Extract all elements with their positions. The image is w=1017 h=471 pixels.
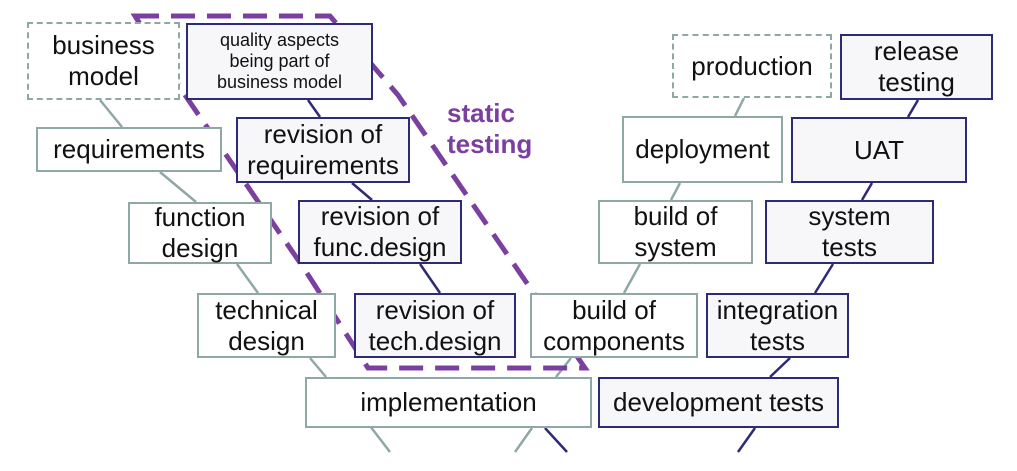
connector-implementation-right-tail [513,427,534,453]
connector-development-tests-left-tail [544,427,568,453]
quality-aspects-box: quality aspects being part of business m… [186,23,373,100]
implementation-box: implementation [305,377,592,428]
connector-release-uat [906,99,920,118]
connector-function-technical [235,263,260,294]
revision-of-tech-design-box: revision of tech.design [354,293,516,358]
technical-design-box: technical design [197,293,336,358]
connector-business-requirements [99,99,123,128]
integration-tests-box: integration tests [706,293,849,358]
build-of-components-box: build of components [530,293,698,358]
revision-of-requirements-box: revision of requirements [236,117,410,183]
connector-system-integration [813,263,835,294]
business-model-box: business model [27,22,180,100]
connector-revision-requirements-func [351,182,373,201]
connector-production-deployment [733,97,746,117]
system-tests-box: system tests [765,200,934,264]
connector-requirements-function [159,171,197,203]
build-of-system-box: build of system [598,200,753,264]
connector-deployment-system [669,182,682,201]
connector-system-components [622,263,642,294]
connector-implementation-left-tail [369,425,391,453]
function-design-box: function design [128,202,272,264]
connector-integration-development [769,357,791,378]
connector-revision-func-tech [418,263,442,294]
connector-development-tests-right-tail [736,427,757,453]
connector-technical-implementation [309,357,327,378]
connector-uat-system [860,182,874,201]
static-testing-label: static testing [447,98,533,159]
release-testing-box: release testing [840,34,993,100]
production-box: production [672,34,832,98]
connector-quality-revision-requirements [306,99,322,118]
requirements-box: requirements [36,127,222,172]
revision-of-func-design-box: revision of func.design [298,200,462,264]
uat-box: UAT [791,117,967,183]
static-testing-boundary [130,13,590,371]
deployment-box: deployment [622,116,783,183]
development-tests-box: development tests [598,377,839,428]
